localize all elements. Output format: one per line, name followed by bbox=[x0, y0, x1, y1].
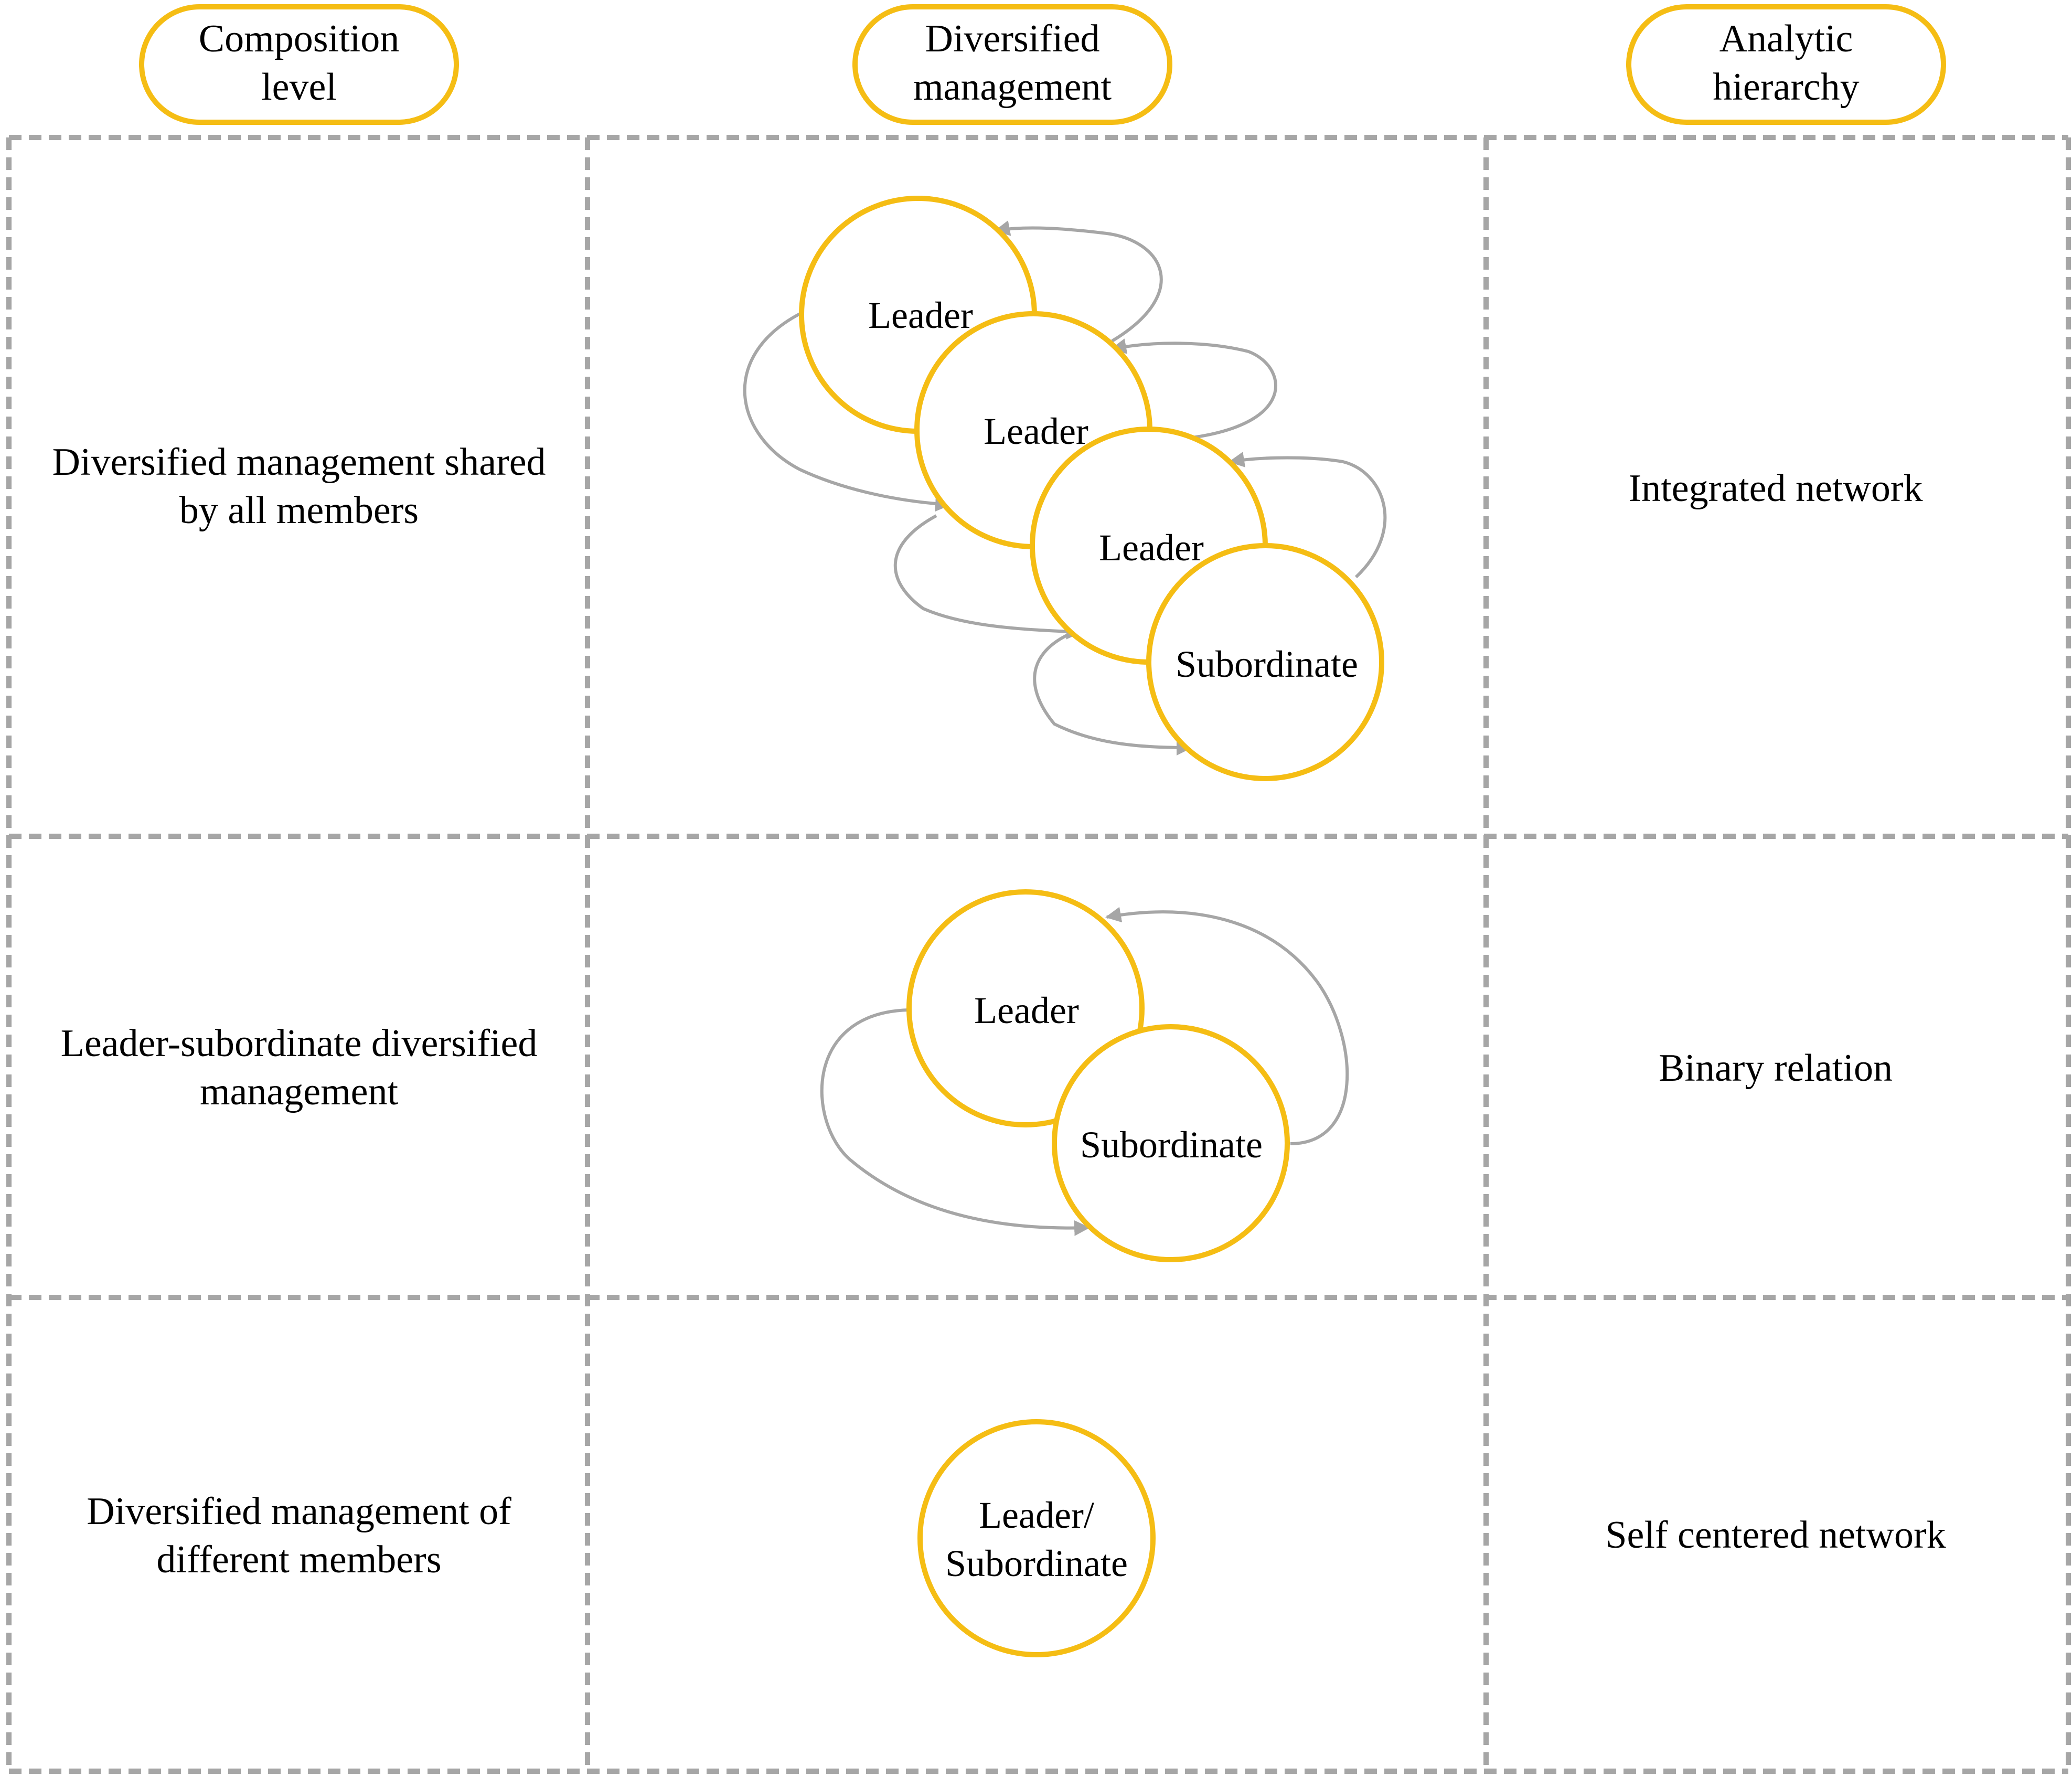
row1-arrow-subordinate-to-leader3-right bbox=[1229, 452, 1387, 579]
row3-node-leader-subordinate bbox=[917, 1419, 1156, 1657]
row1-arrow-leader3-to-leader2-right bbox=[1110, 338, 1277, 442]
row-2: Leader-subordinate diversified managemen… bbox=[61, 889, 1893, 1262]
row1-arrow-leader1-to-leader2-left bbox=[743, 312, 951, 512]
row1-node-leader-3-label: Leader bbox=[1099, 527, 1204, 569]
row2-node-leader-label: Leader bbox=[974, 989, 1079, 1031]
row2-analytic: Binary relation bbox=[1659, 1047, 1893, 1090]
row2-network-arrows bbox=[820, 907, 1349, 1236]
header-analytic-line2: hierarchy bbox=[1713, 66, 1859, 109]
row3-composition-line1: Diversified management of bbox=[87, 1490, 511, 1533]
header-diversified-line1: Diversified bbox=[925, 17, 1100, 60]
row1-node-subordinate-label: Subordinate bbox=[1176, 643, 1358, 685]
row1-node-leader-1-label: Leader bbox=[868, 294, 973, 336]
table-grid bbox=[6, 135, 2071, 1774]
row1-analytic: Integrated network bbox=[1629, 467, 1923, 510]
row3-analytic: Self centered network bbox=[1605, 1514, 1946, 1557]
row2-node-subordinate bbox=[1052, 1024, 1290, 1262]
row1-arrow-leader3-to-subordinate-left bbox=[1033, 632, 1192, 755]
row2-nodes bbox=[906, 889, 1290, 1262]
row1-network-arrows bbox=[743, 220, 1387, 755]
row2-composition-line1: Leader-subordinate diversified bbox=[61, 1022, 538, 1065]
header-composition-line2: level bbox=[261, 66, 337, 109]
header-composition-line1: Composition bbox=[199, 17, 399, 60]
header-composition-pill bbox=[139, 4, 459, 125]
row2-arrow-leader-to-subordinate bbox=[820, 1008, 1090, 1236]
row2-node-subordinate-label: Subordinate bbox=[1080, 1124, 1263, 1166]
header-diversified-management: Diversified management bbox=[852, 4, 1172, 125]
row2-arrow-subordinate-to-leader bbox=[1105, 907, 1349, 1145]
row3-node-label-line1: Leader/ bbox=[979, 1494, 1094, 1536]
row1-arrow-leader2-to-leader1-right bbox=[994, 220, 1163, 343]
row1-nodes bbox=[799, 196, 1384, 781]
row1-node-leader-2-label: Leader bbox=[984, 410, 1088, 452]
row3-composition-line2: different members bbox=[156, 1538, 441, 1581]
row1-node-subordinate bbox=[1146, 543, 1384, 781]
header-analytic-line1: Analytic bbox=[1719, 17, 1853, 60]
header-diversified-pill bbox=[852, 4, 1172, 125]
header-composition-level: Composition level bbox=[139, 4, 459, 125]
row3-node-label-line2: Subordinate bbox=[945, 1542, 1128, 1584]
row1-composition-line2: by all members bbox=[179, 489, 419, 532]
row-1: Diversified management shared by all mem… bbox=[52, 196, 1923, 781]
row-3: Diversified management of different memb… bbox=[87, 1419, 1946, 1657]
header-diversified-line2: management bbox=[913, 66, 1112, 109]
row2-composition-line2: management bbox=[200, 1070, 398, 1113]
header-analytic-pill bbox=[1626, 4, 1946, 125]
row1-arrow-leader2-to-leader3-left bbox=[893, 514, 1082, 640]
row1-composition-line1: Diversified management shared bbox=[52, 441, 546, 484]
header-analytic-hierarchy: Analytic hierarchy bbox=[1626, 4, 1946, 125]
